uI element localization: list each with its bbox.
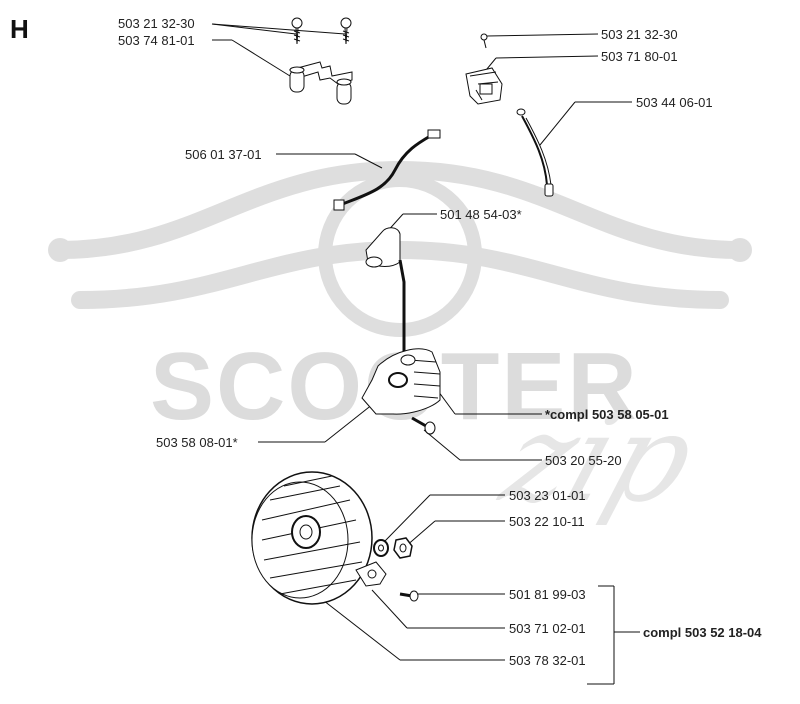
- label-nut: 503 22 10-11: [509, 514, 585, 529]
- cable-icon: [516, 108, 554, 197]
- ignition-coil-icon: [361, 348, 441, 415]
- label-bracket: 503 74 81-01: [118, 33, 195, 48]
- label-coil-screw: 503 20 55-20: [545, 453, 622, 468]
- nut-icon: [393, 537, 413, 559]
- label-coil: 503 58 08-01*: [156, 435, 238, 450]
- label-wire: 506 01 37-01: [185, 147, 262, 162]
- label-pawl-screw: 501 81 99-03: [509, 587, 586, 602]
- label-cable: 503 44 06-01: [636, 95, 713, 110]
- screw-icon: [411, 416, 436, 435]
- screw-icon: [291, 17, 352, 45]
- pawl-icon: [355, 561, 419, 602]
- bracket-icon: [289, 61, 353, 105]
- flywheel-icon: [251, 471, 373, 605]
- label-flywheel: 503 78 32-01: [509, 653, 586, 668]
- label-washer: 503 23 01-01: [509, 488, 586, 503]
- leader-lines: [211, 23, 640, 685]
- label-pawl: 503 71 02-01: [509, 621, 586, 636]
- label-screw-top-2: 503 21 32-30: [601, 27, 678, 42]
- wire-icon: [333, 129, 441, 211]
- washer-icon: [373, 539, 389, 557]
- plug-cap-icon: [365, 227, 406, 360]
- switch-icon: [465, 33, 503, 105]
- label-flywheel-compl: compl 503 52 18-04: [643, 625, 762, 640]
- label-switch: 503 71 80-01: [601, 49, 678, 64]
- label-plug-cap: 501 48 54-03*: [440, 207, 522, 222]
- label-coil-compl: *compl 503 58 05-01: [545, 407, 669, 422]
- label-screw-top-1: 503 21 32-30: [118, 16, 195, 31]
- section-letter: H: [10, 14, 29, 44]
